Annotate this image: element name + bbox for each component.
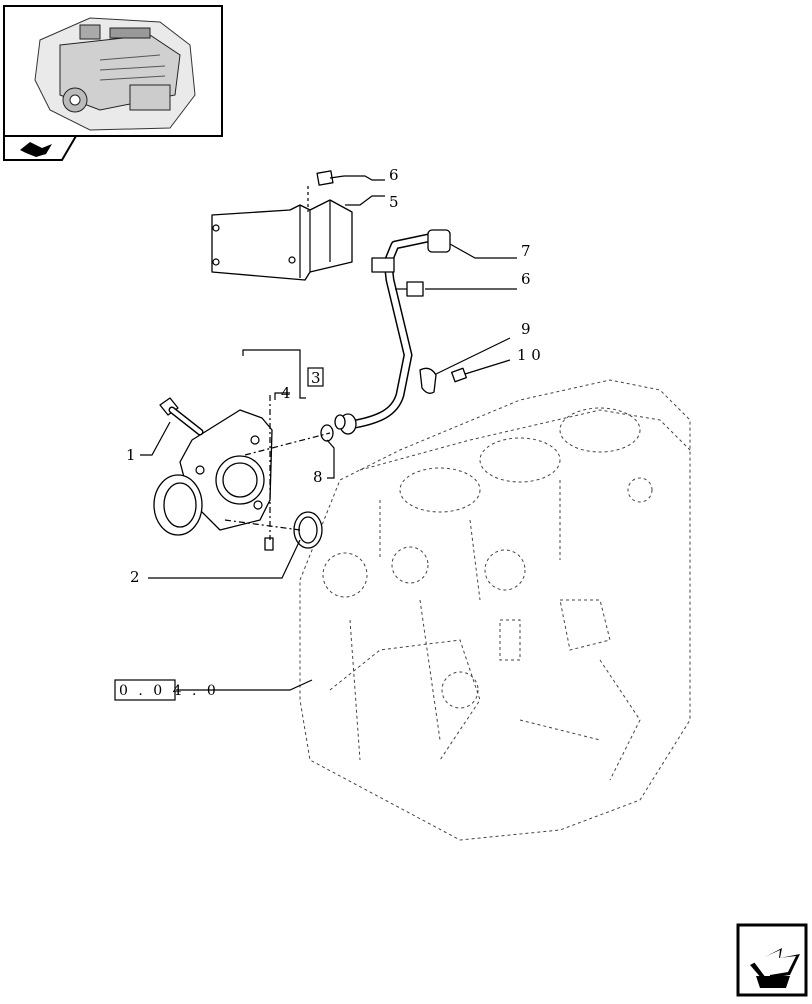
pin-part-4[interactable] bbox=[264, 537, 274, 551]
engine-thumbnail-frame[interactable] bbox=[3, 5, 223, 161]
reference-box[interactable]: 0 . 0 4 . 0 bbox=[114, 679, 219, 701]
next-page-arrow-icon bbox=[750, 948, 800, 988]
callout-6-top: 6 bbox=[389, 166, 399, 184]
seal-part-8[interactable] bbox=[320, 424, 334, 442]
screw-part-10[interactable] bbox=[451, 367, 467, 383]
callout-8: 8 bbox=[313, 468, 323, 486]
next-page-button[interactable] bbox=[736, 923, 808, 997]
leader-lines bbox=[140, 175, 517, 691]
gasket-part-2[interactable] bbox=[293, 511, 323, 549]
engine-block-outline bbox=[299, 379, 691, 841]
callout-9: 9 bbox=[521, 320, 531, 338]
callout-2: 2 bbox=[130, 568, 140, 586]
clip-part-9[interactable] bbox=[419, 367, 437, 394]
previous-page-arrow-icon[interactable] bbox=[20, 142, 52, 157]
reference-label: 0 . 0 4 . 0 bbox=[119, 683, 219, 699]
callout-7: 7 bbox=[521, 242, 531, 260]
bracket-part-5[interactable] bbox=[211, 199, 353, 281]
callout-labels: 1 2 3 4 5 6 6 7 8 9 1 0 bbox=[126, 166, 541, 586]
pipe-part-7[interactable] bbox=[334, 229, 451, 435]
bolt-part-1[interactable] bbox=[159, 397, 204, 436]
callout-5: 5 bbox=[389, 193, 399, 211]
thermostat-housing-part-3[interactable] bbox=[153, 409, 273, 536]
callout-3: 3 bbox=[311, 369, 321, 387]
callout-1: 1 bbox=[126, 446, 136, 464]
callout-10: 1 0 bbox=[517, 346, 541, 364]
callout-4: 4 bbox=[281, 384, 291, 402]
bolt-part-6-right[interactable] bbox=[395, 281, 424, 297]
bolt-part-6-top[interactable] bbox=[307, 170, 345, 212]
engine-overview-icon bbox=[34, 17, 196, 131]
callout-6-right: 6 bbox=[521, 270, 531, 288]
callout-3-box bbox=[307, 367, 324, 387]
